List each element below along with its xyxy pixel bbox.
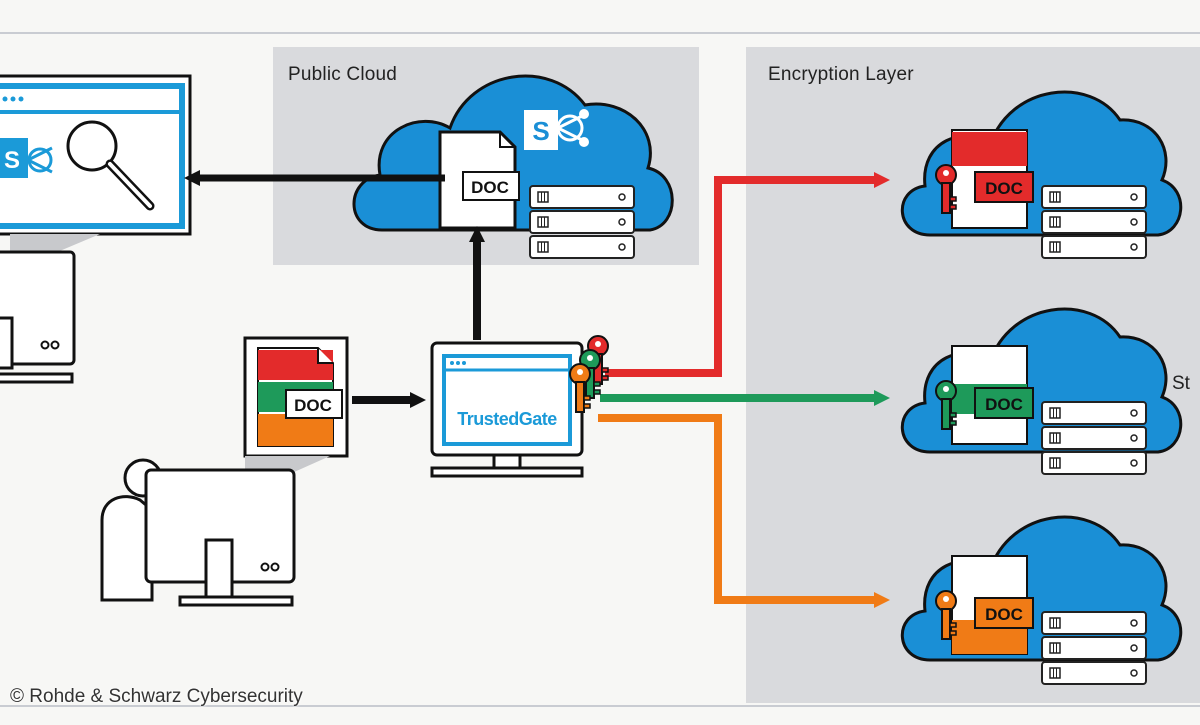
arrow-doc-to-gate <box>352 392 426 408</box>
storage-cloud-red: DOC <box>900 90 1183 259</box>
storage-cloud-green: DOC <box>900 307 1183 475</box>
storage-cloud-orange: DOC <box>900 515 1183 685</box>
doc-label: DOC <box>294 396 332 415</box>
user-workstation <box>100 458 296 607</box>
computer-top-left <box>0 250 76 384</box>
connector-green <box>600 390 890 406</box>
connector-red <box>605 172 890 377</box>
search-client: S <box>0 74 192 236</box>
public-cloud-document: DOC <box>438 130 520 230</box>
public-cloud-title: Public Cloud <box>288 64 397 85</box>
arrow-gate-to-cloud <box>469 226 485 340</box>
doc-label: DOC <box>985 605 1023 624</box>
doc-label: DOC <box>471 178 509 197</box>
arrow-cloud-to-browser <box>184 170 445 186</box>
trustedgate-device: TrustedGate <box>430 341 584 478</box>
encryption-layer-title: Encryption Layer <box>768 64 914 85</box>
public-cloud: S DOC <box>352 74 674 259</box>
local-document-callout: DOC <box>243 336 349 458</box>
magnifier-icon <box>66 120 155 211</box>
storage-label-partial: St <box>1172 373 1190 394</box>
doc-label: DOC <box>985 179 1023 198</box>
browser-frame <box>0 83 185 229</box>
svg-text:S: S <box>4 147 20 174</box>
svg-text:S: S <box>532 116 549 146</box>
connector-orange <box>598 414 890 608</box>
copyright-notice: © Rohde & Schwarz Cybersecurity <box>10 686 303 707</box>
sharepoint-logo: S <box>524 109 589 150</box>
gate-label: TrustedGate <box>457 409 557 429</box>
doc-label: DOC <box>985 395 1023 414</box>
public-cloud-servers <box>529 185 635 259</box>
sharepoint-icon: S <box>0 138 53 178</box>
